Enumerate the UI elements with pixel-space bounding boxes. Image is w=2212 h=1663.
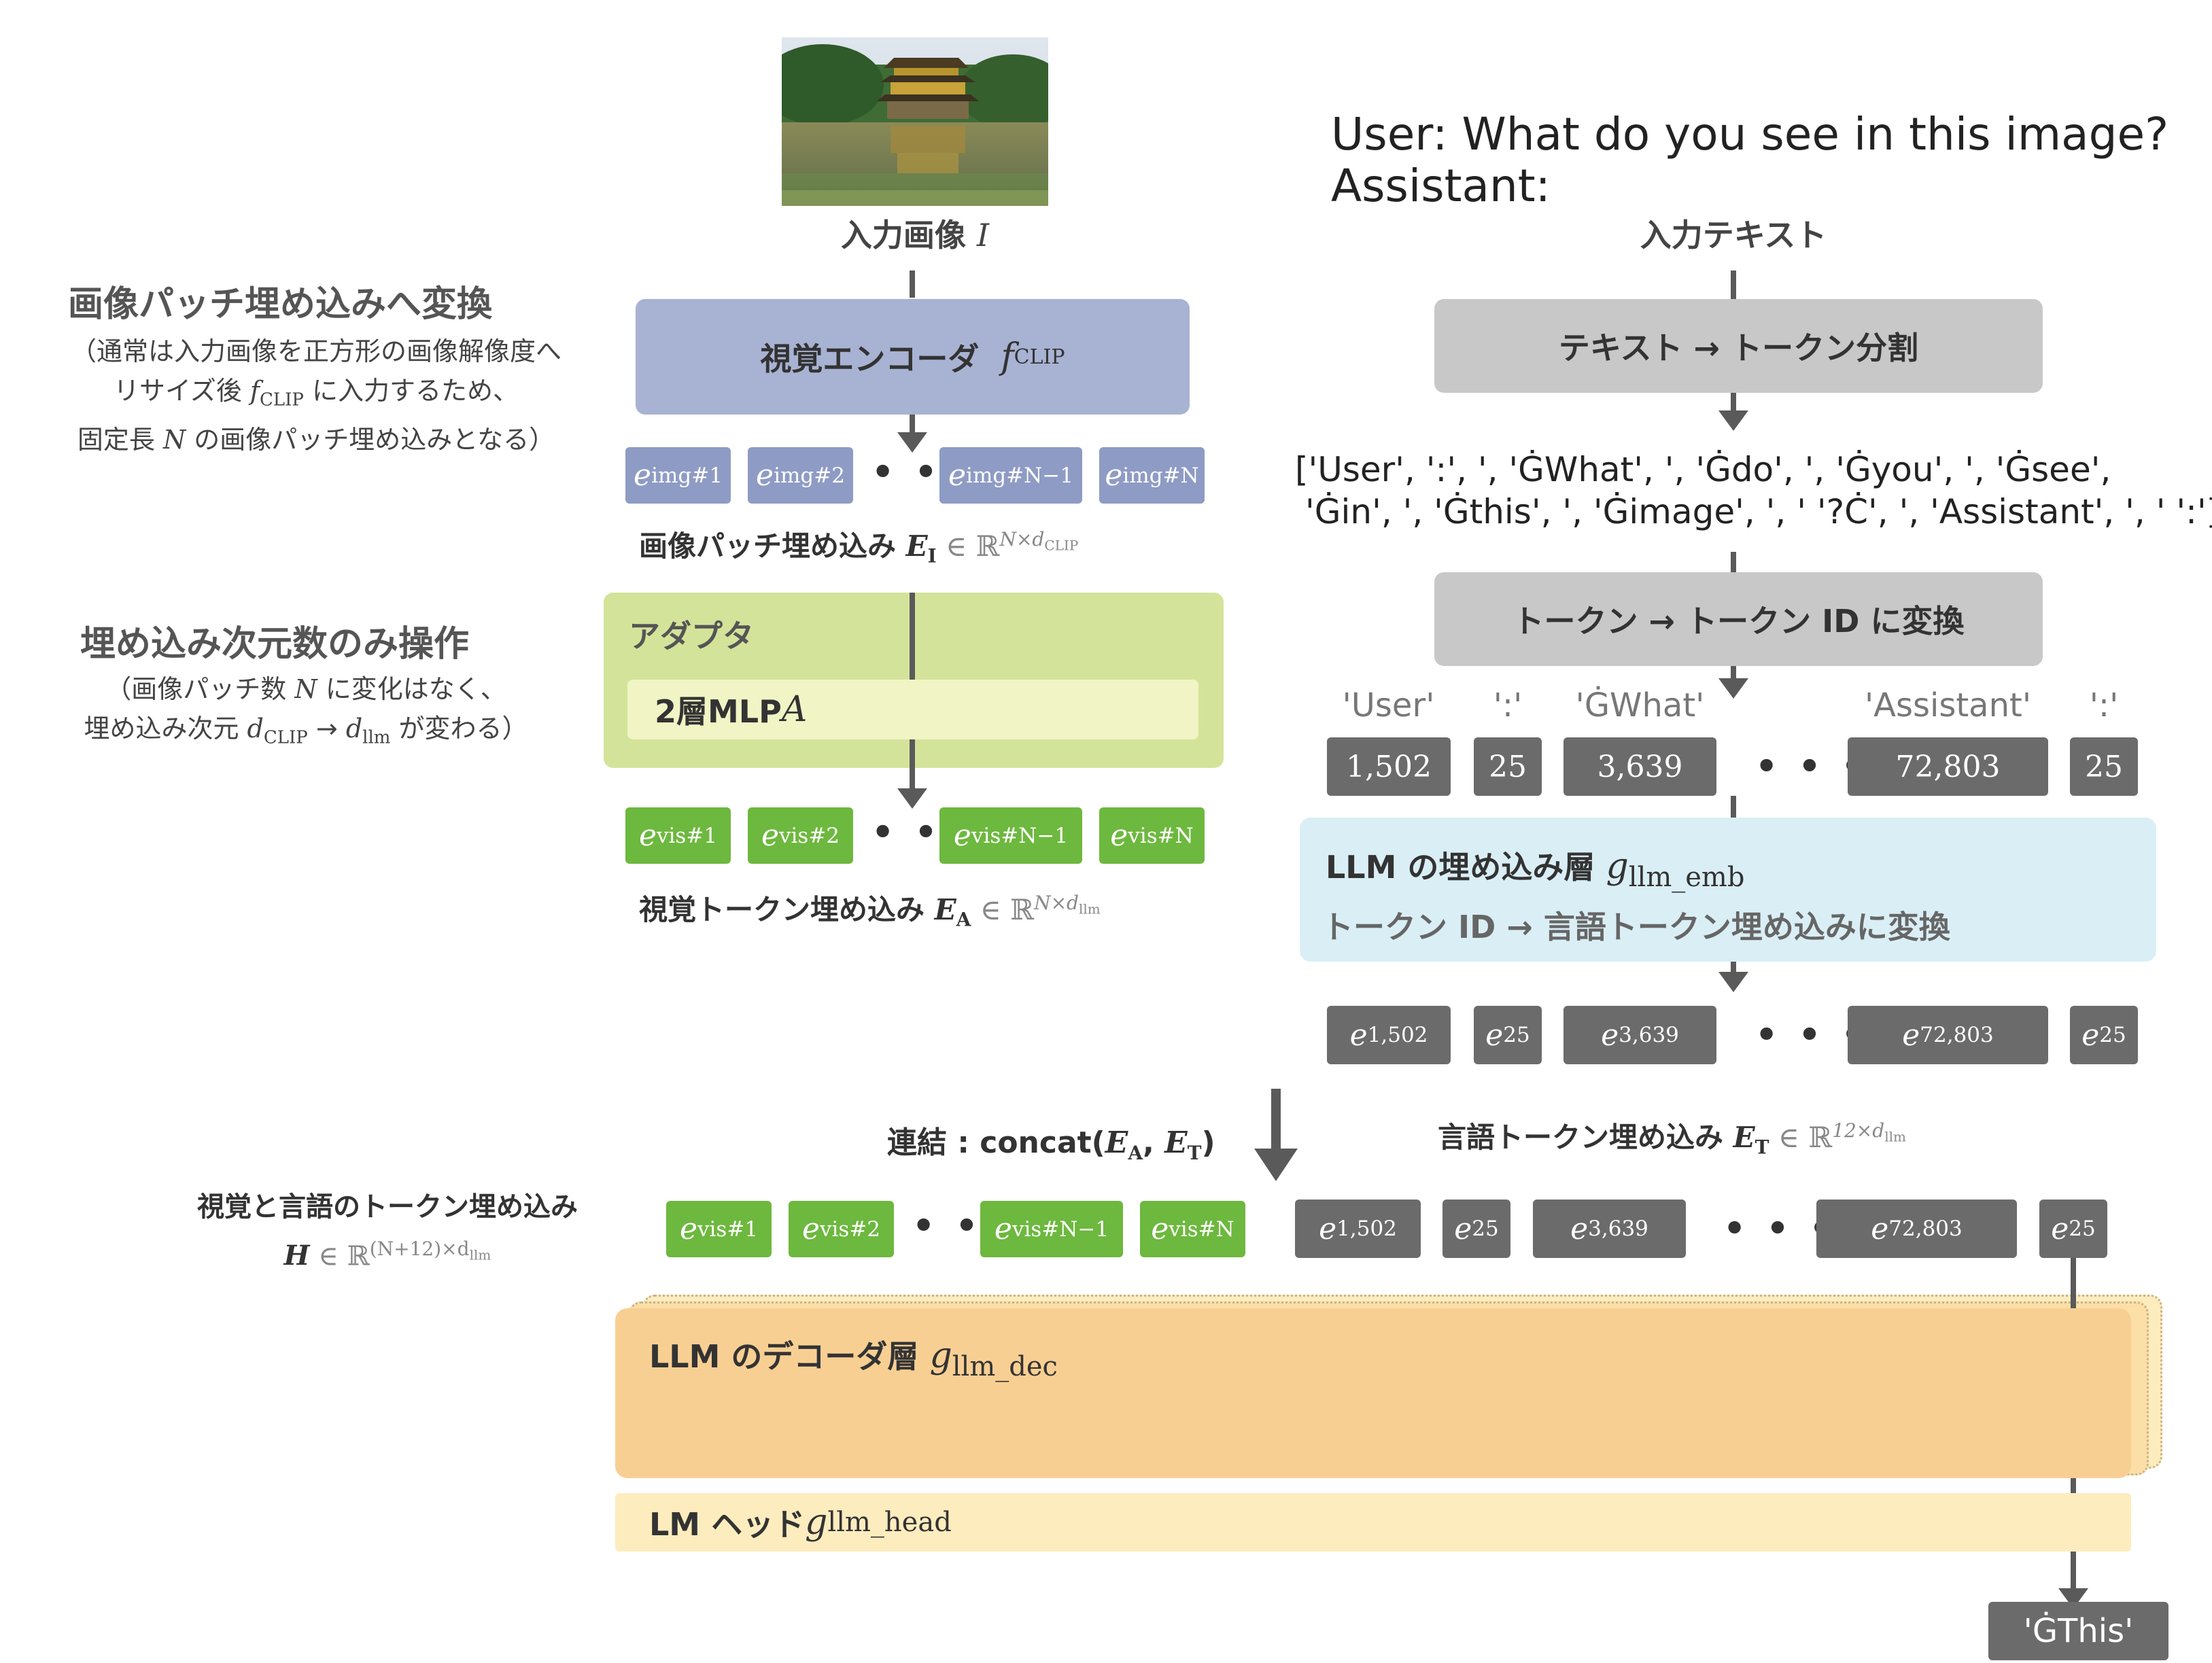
note-patch-desc: （通常は入力画像を正方形の画像解像度へ リサイズ後 fCLIP に入力するため、… [70,336,561,455]
emb-layer-desc: トークン ID → 言語トークン埋め込みに変換 [1322,909,1950,945]
arrow-line [1731,393,1736,413]
token-id: 3,639 [1563,737,1716,796]
token-label: ':' [2089,686,2119,724]
arrow-head [1718,678,1748,699]
token-id: 1,502 [1327,737,1451,796]
token-label: ':' [1493,686,1523,724]
img-patch-label: 画像パッチ埋め込み EI ∈ ℝN×dCLIP [639,528,1079,567]
note-dim-title: 埋め込み次元数のみ操作 [80,624,470,665]
token-id: 25 [1474,737,1542,796]
tokenize-box: テキスト → トークン分割 [1434,299,2043,393]
golden-pavilion-photo [782,37,1048,206]
arrow-line [1731,962,1736,975]
arrow-line [1731,270,1736,299]
token-id: 72,803 [1848,737,2048,796]
token-label: 'User' [1342,686,1435,724]
arrow-line [910,593,915,680]
llm-embedding-layer [1300,818,2156,962]
ellipsis: • • • [1755,1015,1868,1055]
arrow-line [910,739,915,794]
token-label: 'ĠWhat' [1575,686,1705,724]
note-patch-title: 画像パッチ埋め込みへ変換 [68,284,493,325]
ellipsis: • • • [1723,1208,1836,1249]
vis-token-label: 視覚トークン埋め込み EA ∈ ℝN×dllm [639,892,1101,931]
ellipsis: • • • [1755,746,1868,787]
adapter-mlp: 2層MLP A [627,680,1198,739]
arrow-line [910,415,915,435]
arrow-line [910,270,915,298]
arrow-line [2071,1552,2076,1592]
arrow-head [897,432,927,453]
arrow-head [1718,410,1748,431]
token-list: ['User', ':', ', 'ĠWhat', ', 'Ġdo', ', '… [1295,450,2212,531]
input-text: User: What do you see in this image? Ass… [1331,108,2169,212]
arrow-line [1731,796,1736,820]
token-to-id-box: トークン → トークン ID に変換 [1434,572,2043,666]
input-image-caption: 入力画像 I [840,217,990,253]
arrow-line [1731,552,1736,572]
input-image [782,37,1048,206]
note-combined-embeddings: 視覚と言語のトークン埋め込み H ∈ ℝ(N+12)×dllm [197,1191,578,1272]
token-label: 'Assistant' [1864,686,2032,724]
decoder-title: LLM のデコーダ層 gllm_dec [649,1335,1058,1382]
llm-decoder-layer [615,1308,2131,1478]
arrow-head [897,788,927,809]
adapter-title: アダプタ [629,618,754,654]
token-id: 25 [2070,737,2138,796]
concat-label: 連結 : concat(EA, ET) [887,1125,1215,1164]
emb-layer-title: LLM の埋め込み層 gllm_emb [1326,846,1745,893]
arrow-line [2071,1258,2076,1308]
output-token: 'ĠThis' [1988,1602,2168,1660]
lang-token-label: 言語トークン埋め込み ET ∈ ℝ12×dllm [1438,1119,1906,1159]
concat-arrow-line [1271,1089,1281,1151]
arrow-line [1731,666,1736,681]
arrow-head [1718,972,1748,992]
concat-arrow-head [1254,1149,1298,1181]
input-text-caption: 入力テキスト [1640,217,1827,253]
arrow-line [2071,1478,2076,1493]
note-dim-desc: （画像パッチ数 N に変化はなく、 埋め込み次元 dCLIP → dllm が変… [84,674,528,748]
